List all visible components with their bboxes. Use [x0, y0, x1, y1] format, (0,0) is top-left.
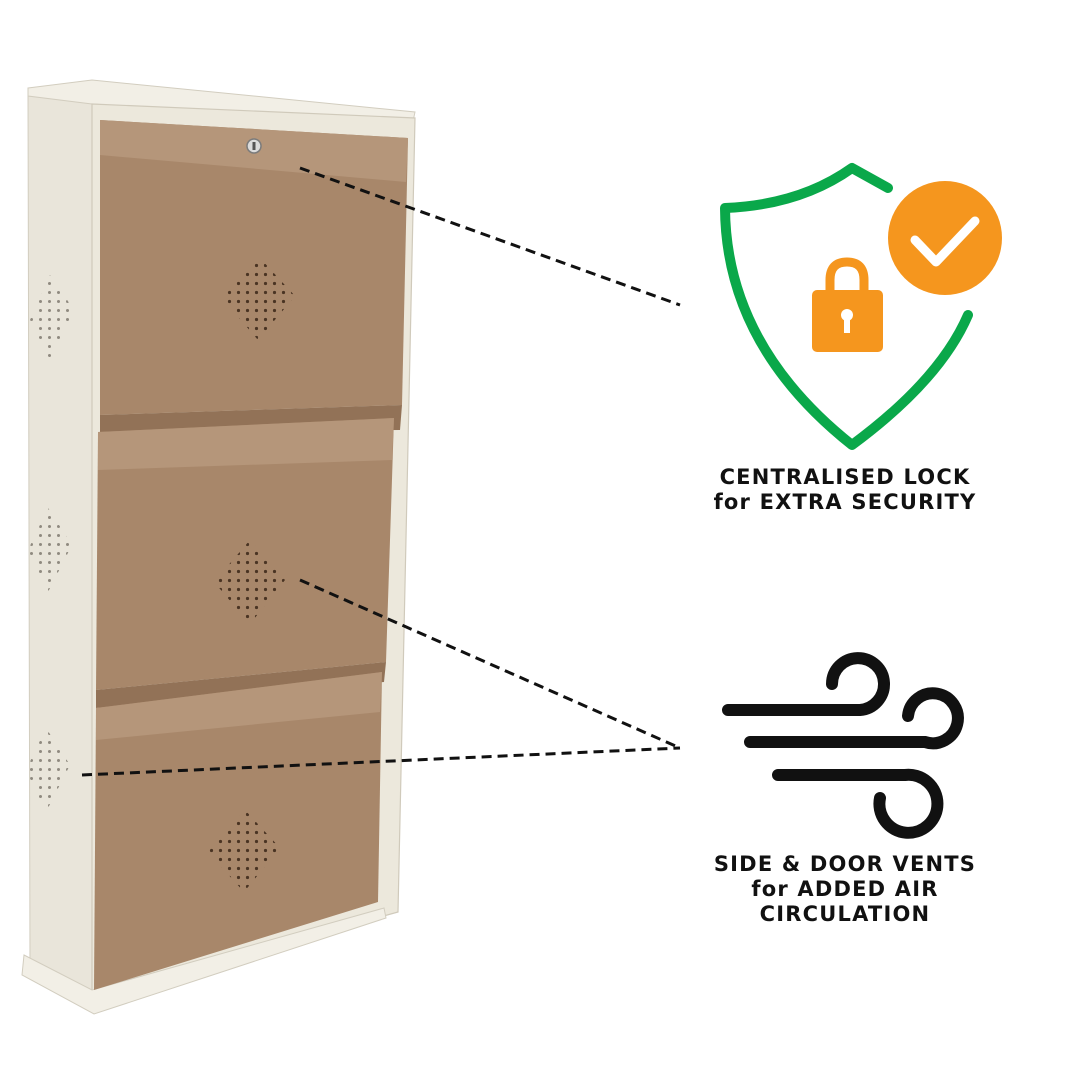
checkmark-badge-icon [888, 181, 1002, 295]
feature-title-line: CENTRALISED LOCK [719, 465, 971, 489]
shield-lock-check-icon [720, 163, 1002, 450]
feature-subtitle-line: for ADDED AIR [751, 877, 939, 901]
feature-subtitle-line: for EXTRA SECURITY [713, 490, 977, 514]
leader-line-door-vent [299, 578, 681, 750]
door-vent [222, 258, 295, 340]
door-vent [208, 810, 280, 892]
shield-icon [720, 163, 973, 450]
shoe-cabinet [21, 79, 416, 1015]
feature-caption-vents: SIDE & DOOR VENTS for ADDED AIR CIRCULAT… [690, 852, 1000, 927]
cabinet-door-1 [100, 120, 408, 432]
cabinet-door-2 [96, 418, 394, 708]
cabinet-base [21, 907, 387, 1015]
feature-caption-lock: CENTRALISED LOCK for EXTRA SECURITY [690, 465, 1000, 515]
feature-title-line: SIDE & DOOR VENTS [713, 852, 977, 876]
keyhole-lock [246, 138, 262, 154]
leader-line-side-vent [81, 746, 681, 777]
feature-subtitle-line: CIRCULATION [759, 902, 931, 926]
leader-lines [81, 166, 681, 777]
leader-line-lock [299, 166, 681, 307]
side-vents [26, 275, 74, 812]
door-vent [214, 540, 285, 624]
wind-icon [722, 652, 964, 839]
padlock-icon [812, 257, 883, 352]
cabinet-door-3 [94, 672, 382, 990]
